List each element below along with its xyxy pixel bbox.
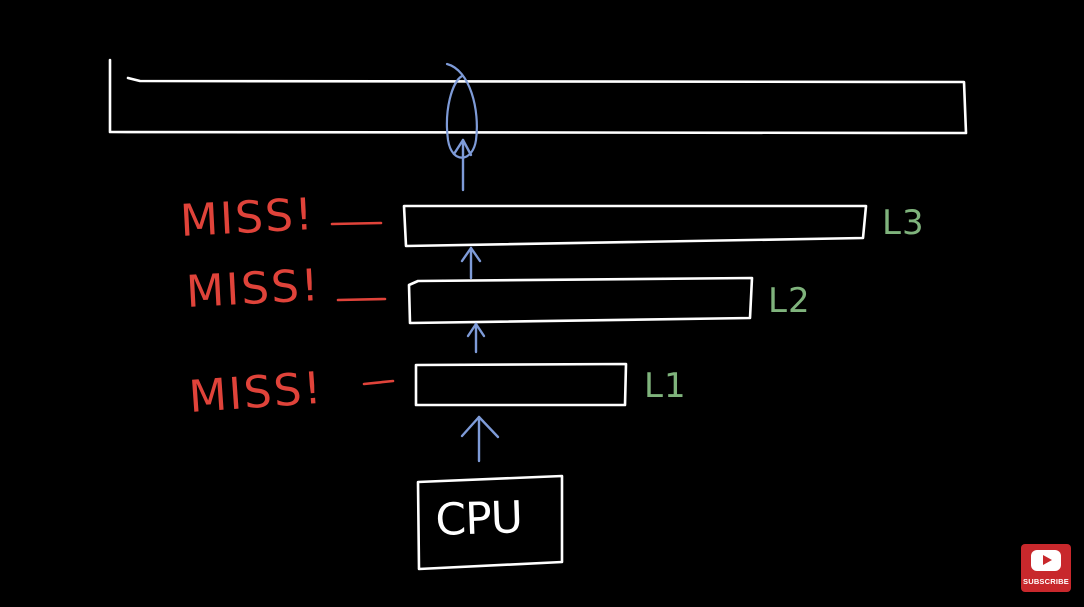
l1-cache-box bbox=[414, 362, 628, 407]
cpu-label: CPU bbox=[435, 492, 523, 546]
main-memory-box bbox=[108, 58, 968, 135]
l2-cache-box bbox=[407, 276, 754, 325]
l3-cache-box bbox=[402, 204, 868, 248]
cpu-box bbox=[416, 474, 564, 571]
arrow-l3-to-memory bbox=[452, 138, 473, 192]
level-label-l2: L2 bbox=[768, 281, 811, 321]
arrow-l2-to-l3 bbox=[460, 246, 482, 280]
miss-label-l3: MISS! bbox=[179, 189, 316, 247]
subscribe-label: SUBSCRIBE bbox=[1023, 577, 1069, 586]
arrow-cpu-to-l1 bbox=[460, 415, 500, 463]
level-label-l1: L1 bbox=[644, 366, 687, 406]
subscribe-button[interactable]: SUBSCRIBE bbox=[1021, 544, 1071, 592]
miss-label-l1: MISS! bbox=[187, 363, 325, 423]
miss-dash-l2 bbox=[336, 297, 387, 302]
memory-target-circle bbox=[445, 62, 478, 159]
miss-dash-l3 bbox=[330, 221, 383, 226]
youtube-play-icon bbox=[1031, 550, 1061, 571]
miss-dash-l1 bbox=[362, 379, 395, 386]
arrow-l1-to-l2 bbox=[466, 322, 486, 354]
miss-label-l2: MISS! bbox=[185, 260, 322, 318]
level-label-l3: L3 bbox=[882, 203, 925, 243]
